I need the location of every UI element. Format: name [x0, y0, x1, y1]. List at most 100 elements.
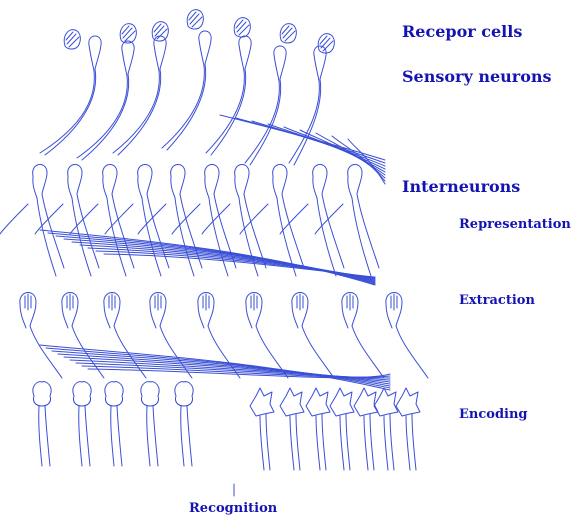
- tall-neuron-icon: [204, 164, 220, 195]
- extraction-axon: [255, 325, 289, 379]
- sensory-axon: [44, 68, 97, 156]
- extraction-veins: [390, 293, 398, 311]
- sensory-axon-edge: [205, 70, 245, 154]
- receptor-hatch: [235, 19, 250, 36]
- encoding-axon-edge: [84, 405, 91, 467]
- extraction-edge: [149, 303, 157, 329]
- veined-neuron-icon: [341, 292, 359, 327]
- fiber: [39, 344, 391, 391]
- encoding-cell-row: [32, 381, 421, 471]
- sensory-neuron-row: [39, 30, 327, 166]
- encoding-axon-edge: [389, 413, 395, 471]
- hatched-blob-cell-icon: [119, 23, 137, 44]
- fiber: [63, 356, 391, 383]
- tall-neuron-icon: [67, 164, 83, 195]
- extraction-axon: [159, 325, 193, 379]
- sensory-axon-edge: [161, 65, 205, 149]
- encoding-axon-edge: [345, 413, 351, 471]
- interneuron-edge: [347, 175, 353, 199]
- hatched-blob-cell-icon: [233, 17, 251, 38]
- interneuron-edge: [204, 175, 210, 199]
- tall-neuron-icon: [234, 164, 250, 195]
- lobed-cell-icon: [32, 381, 52, 407]
- interneuron-axon-edge: [351, 197, 372, 277]
- extraction-label: Extraction: [459, 293, 535, 308]
- extraction-axon: [301, 325, 335, 379]
- encoding-axon: [289, 415, 295, 471]
- encoding-axon-edge: [265, 413, 271, 471]
- tall-neuron-icon: [347, 164, 363, 195]
- receptor-hatch: [281, 25, 296, 42]
- interneuron-dendrite: [279, 203, 309, 235]
- encoding-axon-edge: [321, 413, 327, 471]
- interneuron-axon: [356, 193, 380, 269]
- hatched-blob-cell-icon: [151, 21, 169, 42]
- encoding-axon-edge: [186, 405, 193, 467]
- tall-neuron-icon: [32, 164, 48, 195]
- encoding-axon: [383, 415, 389, 471]
- extraction-veins: [202, 293, 210, 311]
- interneuron-axon-edge: [174, 197, 195, 277]
- encoding-axon-edge: [411, 413, 417, 471]
- fiber: [219, 114, 386, 161]
- interneuron-dendrite: [201, 203, 231, 235]
- encoding-axon-edge: [116, 405, 123, 467]
- interneuron-axon: [111, 193, 135, 269]
- hatched-blob-cell-icon: [63, 29, 81, 50]
- encoding-axon: [259, 415, 265, 471]
- extraction-edge: [197, 303, 205, 329]
- interneuron-axon: [146, 193, 170, 269]
- interneuron-axon: [321, 193, 345, 269]
- interneuron-axon: [41, 193, 65, 269]
- spiky-cell-icon: [305, 387, 331, 417]
- encoding-axon: [110, 405, 115, 467]
- sensory-body-edge: [198, 39, 205, 67]
- encoding-axon: [363, 415, 369, 471]
- sensory-neurons-label: Sensory neurons: [402, 67, 552, 86]
- interneuron-axon-edge: [238, 197, 259, 277]
- encoding-label: Encoding: [459, 407, 528, 422]
- extraction-veins: [346, 293, 354, 311]
- extraction-edge: [385, 303, 393, 329]
- tall-neuron-icon: [312, 164, 328, 195]
- sensory-axon-edge: [39, 70, 95, 154]
- encoding-axon: [38, 405, 43, 467]
- tall-neuron-icon: [137, 164, 153, 195]
- lobed-cell-icon: [140, 381, 160, 407]
- sensory-body-edge: [153, 44, 160, 72]
- receptor-hatch: [153, 23, 168, 40]
- veined-neuron-icon: [103, 292, 121, 327]
- teardrop-neuron-icon: [153, 35, 167, 70]
- representation-label: Representation: [459, 217, 571, 232]
- sensory-axon-edge: [112, 70, 160, 154]
- interneuron-dendrite: [34, 203, 64, 235]
- teardrop-neuron-icon: [238, 35, 252, 70]
- teardrop-neuron-icon: [121, 40, 135, 75]
- interneuron-edge: [102, 175, 108, 199]
- encoding-axon: [405, 415, 411, 471]
- interneuron-axon-edge: [106, 197, 127, 277]
- interneuron-axon-edge: [141, 197, 162, 277]
- extraction-axon: [71, 325, 105, 379]
- interneuron-axon-edge: [36, 197, 57, 277]
- tall-neuron-icon: [102, 164, 118, 195]
- receptor-hatch: [188, 11, 203, 28]
- encoding-axon: [339, 415, 345, 471]
- sensory-axon: [293, 78, 322, 166]
- teardrop-neuron-icon: [88, 35, 102, 70]
- encoding-axon: [315, 415, 321, 471]
- extraction-edge: [19, 303, 27, 329]
- interneuron-row: [0, 164, 380, 277]
- extraction-veins: [66, 293, 74, 311]
- sensory-axon: [117, 68, 162, 156]
- interneuron-axon-edge: [208, 197, 229, 277]
- receptor-cells-label: Recepor cells: [402, 22, 523, 41]
- extraction-veins: [296, 293, 304, 311]
- sensory-axon: [210, 68, 247, 156]
- interneuron-edge: [234, 175, 240, 199]
- tall-neuron-icon: [170, 164, 186, 195]
- interneuron-axon-edge: [316, 197, 337, 277]
- spiky-cell-icon: [353, 387, 379, 417]
- interneuron-edge: [312, 175, 318, 199]
